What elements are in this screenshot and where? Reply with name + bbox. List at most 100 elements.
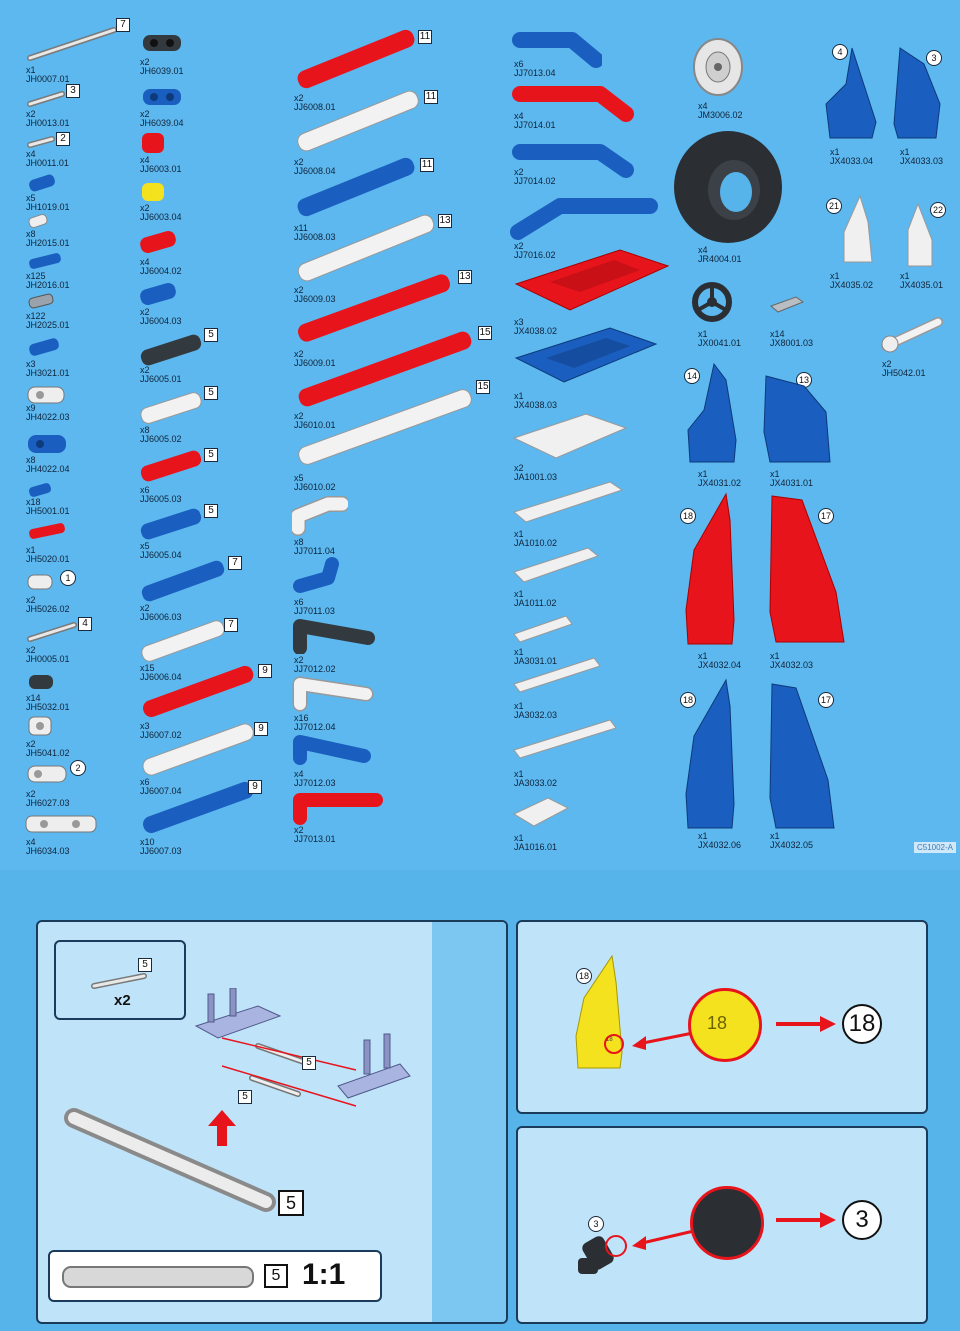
blue-bent-beam-image: [292, 556, 348, 598]
part-label: x8JH4022.04: [26, 456, 70, 474]
blue-pin-image: [26, 336, 62, 358]
yellow-fairing-image: [572, 952, 632, 1072]
connector-image: [24, 810, 98, 838]
length-badge-large: 5: [278, 1190, 304, 1216]
white-beam-image: [138, 720, 258, 778]
blue-pin-image: [26, 172, 58, 194]
part-label: x1JX4035.01: [900, 272, 943, 290]
length-badge: 5: [138, 958, 152, 972]
length-badge: 9: [258, 664, 272, 678]
axle-connector-image: [876, 312, 944, 358]
red-bent-beam-image: [292, 786, 384, 826]
part-label: x6JJ7013.04: [514, 60, 556, 78]
part-number-circle: 1: [60, 570, 76, 586]
length-badge: 5: [302, 1056, 316, 1070]
arrow-right-icon: [774, 1210, 838, 1230]
result-number-circle: 18: [842, 1004, 882, 1044]
white-fairing-image: [902, 200, 940, 270]
tire-image: [670, 128, 786, 246]
part-label: x14JH5032.01: [26, 694, 70, 712]
blue-bent-beam-image: [292, 728, 372, 770]
part-label: x2JH5041.02: [26, 740, 70, 758]
red-panel-image: [510, 244, 674, 316]
white-plate-image: [510, 408, 630, 464]
part-number-circle: 2: [70, 760, 86, 776]
yellow-beam-image: [140, 180, 166, 204]
axle-part-image: [26, 24, 118, 64]
axle-part-image: [26, 88, 66, 110]
grey-tile-image: [768, 294, 806, 316]
axle-part-image: [90, 970, 148, 992]
red-fairing-image: [682, 490, 746, 650]
blue-fairing-image: [760, 372, 834, 466]
length-badge: 7: [228, 556, 242, 570]
steering-wheel-image: [690, 280, 734, 324]
sheet-code: C51002-A: [914, 842, 956, 853]
blue-fairing-image: [684, 360, 744, 466]
red-beam-image: [138, 446, 204, 486]
blue-fairing-image: [890, 44, 948, 142]
part-label: x14JX8001.03: [770, 330, 813, 348]
blue-beam-image: [138, 556, 228, 606]
axle-scale-image: [62, 1266, 254, 1288]
part-label: x1JA1011.02: [514, 590, 556, 608]
part-label: x8JJ6005.02: [140, 426, 182, 444]
white-plate-image: [510, 478, 626, 528]
white-beam-image: [292, 384, 478, 470]
result-number-circle: 3: [842, 1200, 882, 1240]
arrow-right-icon: [774, 1014, 838, 1034]
red-fairing-image: [766, 492, 850, 648]
blue-beam-image: [138, 504, 204, 544]
white-tile-image: [510, 716, 618, 762]
length-badge: 4: [78, 617, 92, 631]
blue-fairing-image: [766, 680, 840, 834]
part-label: x2JJ6005.01: [140, 366, 182, 384]
panel-shade: [432, 922, 506, 1322]
part-label: x2JH6027.03: [26, 790, 70, 808]
white-plate-image: [510, 544, 602, 586]
step-panel-top-right: 18 18 18 18: [516, 920, 928, 1114]
length-badge: 13: [438, 214, 452, 228]
axle-part-image: [26, 134, 56, 150]
blue-panel-image: [510, 322, 660, 392]
blue-bent-beam-image: [510, 188, 658, 240]
blue-fairing-image: [822, 44, 880, 142]
part-label: x9JH4022.03: [26, 404, 70, 422]
white-beam-image: [138, 388, 204, 428]
connector-image: [26, 572, 56, 592]
white-plate-image: [510, 794, 572, 830]
step-panel-bottom-right: 3 3: [516, 1126, 928, 1324]
blue-beam-image: [138, 278, 178, 308]
blue-connector-image: [140, 84, 184, 110]
length-badge: 5: [204, 328, 218, 342]
quantity-label: x2: [114, 992, 131, 1009]
part-label: x2JJ7013.01: [294, 826, 336, 844]
red-pin-image: [26, 520, 68, 544]
length-badge: 3: [66, 84, 80, 98]
part-label: x2JH5026.02: [26, 596, 70, 614]
length-badge: 15: [476, 380, 490, 394]
part-label: x1JX4035.02: [830, 272, 873, 290]
blue-pin-image: [26, 250, 66, 272]
grey-pin-image: [26, 292, 56, 310]
